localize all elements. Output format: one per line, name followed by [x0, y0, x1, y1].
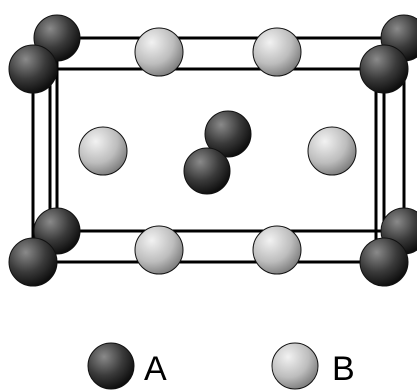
atom-a: [204, 110, 252, 158]
atom-a: [8, 44, 58, 94]
atom-b: [78, 126, 128, 176]
atom-a: [8, 237, 58, 287]
atom-a: [359, 44, 409, 94]
legend-atom-a-icon: [87, 342, 135, 390]
atom-a: [359, 237, 409, 287]
atom-b: [252, 27, 302, 77]
legend-label-a: A: [144, 350, 167, 388]
back-face: [55, 36, 406, 233]
atom-a: [183, 147, 231, 195]
atom-b: [134, 27, 184, 77]
middle-atoms: [78, 110, 357, 195]
legend: [87, 342, 319, 390]
front-face: [31, 67, 386, 264]
front-atoms: [8, 44, 409, 287]
atom-b: [252, 225, 302, 275]
atom-b: [307, 126, 357, 176]
legend-label-b: B: [332, 350, 355, 388]
atom-b: [134, 225, 184, 275]
legend-atom-b-icon: [271, 342, 319, 390]
